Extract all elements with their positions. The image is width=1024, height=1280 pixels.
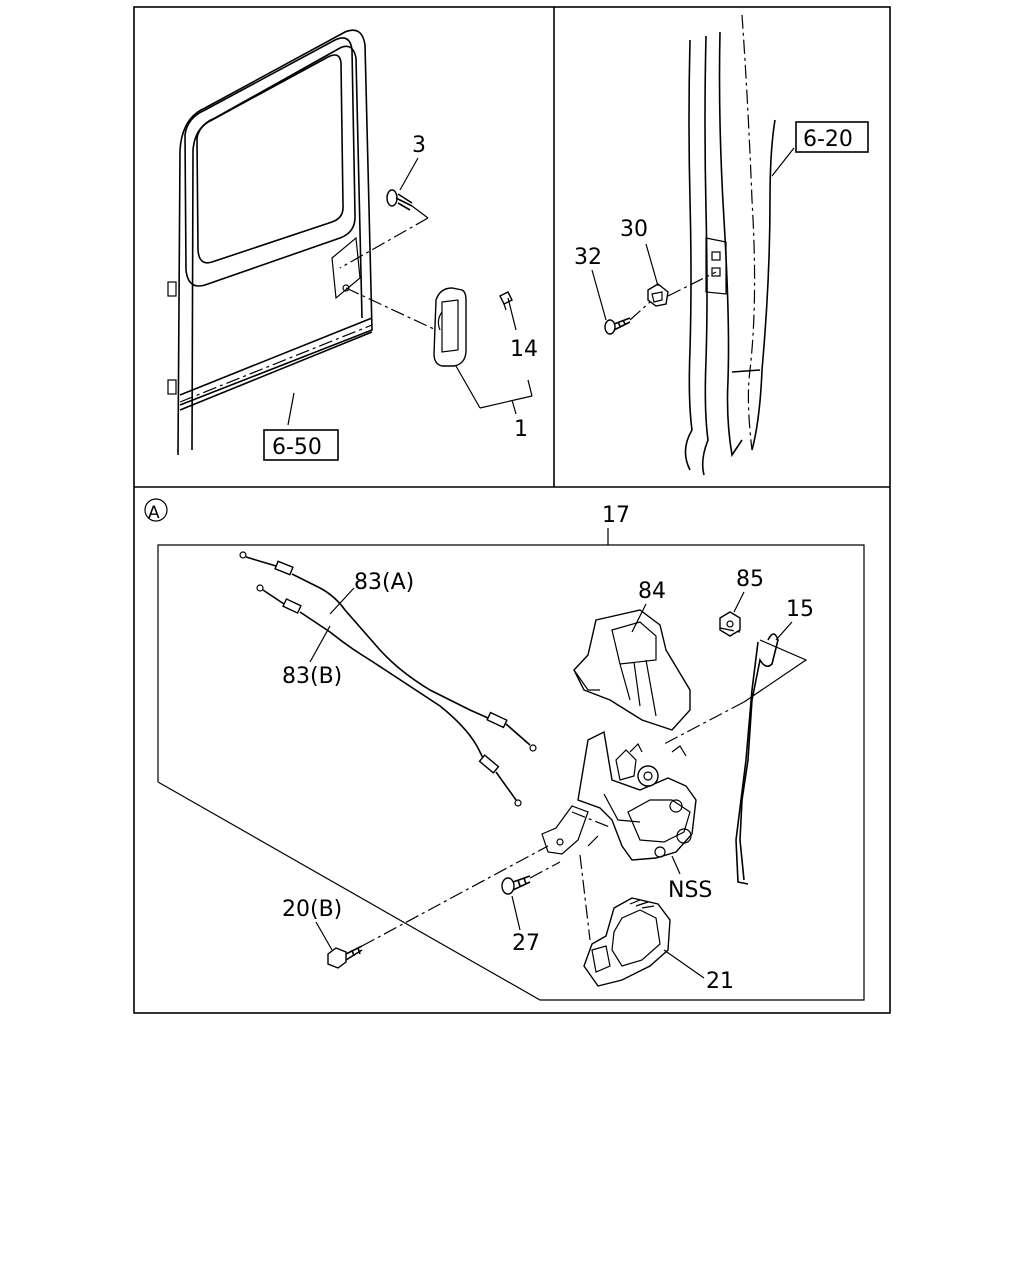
- striker-30: [647, 283, 669, 307]
- ref-box-6-50: 6-50: [263, 429, 339, 461]
- bolt-32: [604, 317, 631, 335]
- label-handle-1: 1: [514, 417, 528, 442]
- label-assembly-17: 17: [602, 503, 630, 528]
- panel-bottom: A 17 83(A) 83(B): [144, 498, 865, 1001]
- nut-85: [719, 611, 741, 637]
- label-nut-85: 85: [736, 567, 764, 592]
- bolt-20b: [327, 945, 363, 969]
- actuator-21: [583, 897, 671, 987]
- assembly-bracket-17: [157, 528, 865, 1001]
- door-lock-nss: [577, 730, 697, 861]
- ref-box-6-50-label: 6-50: [272, 435, 322, 460]
- body-pillar: [684, 14, 776, 476]
- outside-handle: [433, 287, 467, 367]
- cable-83b: [256, 584, 522, 807]
- label-clip-14: 14: [510, 337, 538, 362]
- label-rod-15: 15: [786, 597, 814, 622]
- panel-top-left: 3 14 1 6-50: [167, 29, 538, 461]
- label-bolt-32: 32: [574, 245, 602, 270]
- section-marker-label: A: [148, 503, 160, 523]
- screw-27: [501, 875, 531, 895]
- lock-link: [541, 805, 589, 855]
- label-cable-83a: 83(A): [354, 570, 414, 595]
- door-panel: [167, 29, 373, 456]
- label-screw-27: 27: [512, 931, 540, 956]
- cable-83a: [239, 551, 537, 752]
- label-cover-84: 84: [638, 579, 666, 604]
- label-striker-30: 30: [620, 217, 648, 242]
- label-actuator-21: 21: [706, 969, 734, 994]
- lock-cover-84: [573, 609, 691, 731]
- panel-top-right: 30 32 6-20: [574, 14, 869, 476]
- ref-box-6-20: 6-20: [795, 121, 869, 153]
- ref-box-6-20-label: 6-20: [803, 127, 853, 152]
- label-lock-nss: NSS: [668, 878, 712, 903]
- rod-15: [735, 633, 779, 885]
- label-cable-83b: 83(B): [282, 664, 342, 689]
- screw-3: [386, 189, 413, 211]
- label-screw-3: 3: [412, 133, 426, 158]
- label-bolt-20b: 20(B): [282, 897, 342, 922]
- section-marker-a: A: [144, 498, 168, 523]
- diagram-frame: [133, 6, 891, 1014]
